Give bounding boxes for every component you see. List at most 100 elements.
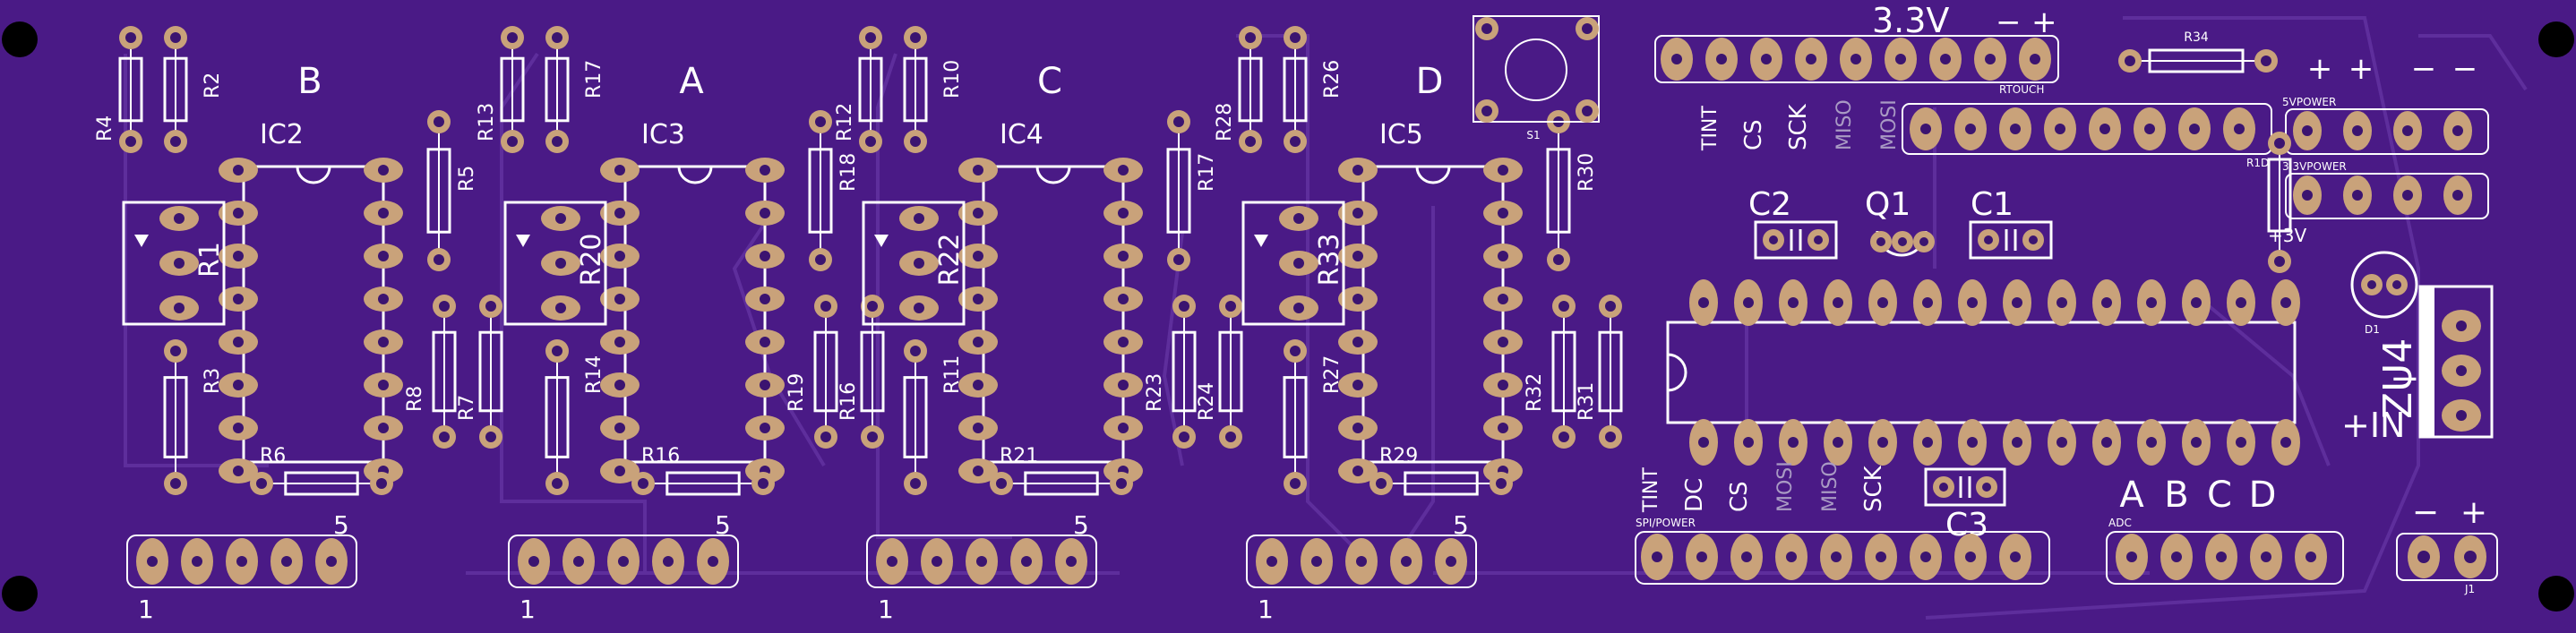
ic-pin bbox=[1824, 279, 1852, 326]
ic-pin bbox=[364, 372, 403, 398]
ic-pin bbox=[958, 158, 998, 183]
header-pin bbox=[1301, 538, 1333, 585]
resistor-top-right bbox=[1283, 26, 1308, 153]
power-bus-header[interactable] bbox=[1902, 103, 2272, 155]
r-bot-b-label: R31 bbox=[1576, 382, 1598, 421]
header-pin bbox=[1055, 538, 1087, 585]
r-bottom-label: R16 bbox=[641, 445, 680, 467]
pad bbox=[250, 472, 273, 495]
header-end-label: 5 bbox=[715, 510, 731, 540]
ic-pin bbox=[364, 244, 403, 269]
power-headers[interactable] bbox=[2285, 108, 2489, 219]
pad bbox=[1490, 472, 1513, 495]
header-pin bbox=[697, 538, 729, 585]
ic-pin bbox=[1483, 244, 1523, 269]
mount-hole-tl bbox=[2, 21, 38, 57]
channel-header[interactable] bbox=[1246, 535, 1477, 588]
j1-label: J1 bbox=[2464, 583, 2475, 595]
resistor-top-right bbox=[545, 26, 570, 153]
ic-pin bbox=[1958, 419, 1987, 466]
ic-pin bbox=[2271, 419, 2300, 466]
channel-header[interactable] bbox=[508, 535, 739, 588]
adc-header-label: ADC bbox=[2108, 517, 2132, 529]
ic-pin bbox=[219, 158, 258, 183]
ic-pin bbox=[600, 458, 640, 483]
header-pin bbox=[2019, 38, 2051, 81]
adc-header[interactable] bbox=[2106, 531, 2344, 585]
r-bot-a-label: R8 bbox=[404, 386, 426, 412]
channel-letter: A bbox=[679, 61, 704, 102]
ic-pin bbox=[364, 158, 403, 183]
ic-pin bbox=[2227, 279, 2255, 326]
pad bbox=[904, 26, 927, 49]
svg-text:+: + bbox=[2307, 51, 2333, 87]
ic-pin bbox=[2092, 279, 2121, 326]
header-pin bbox=[2293, 111, 2322, 150]
pad bbox=[1110, 472, 1133, 495]
header-pin bbox=[315, 538, 348, 585]
svg-text:C: C bbox=[2207, 475, 2232, 516]
header-pin bbox=[1390, 538, 1422, 585]
connector-j1[interactable]: − + J1 bbox=[2396, 494, 2498, 595]
header-pin bbox=[1705, 38, 1738, 81]
ic-pin bbox=[1338, 415, 1378, 441]
r-mid-label: R22 bbox=[934, 233, 966, 286]
svg-text:D: D bbox=[2249, 475, 2277, 516]
pad bbox=[1370, 472, 1393, 495]
resistor-top-left bbox=[118, 26, 143, 153]
svg-text:+: + bbox=[2460, 494, 2487, 531]
top-header-plus: + bbox=[2031, 4, 2057, 40]
r-bottom-label: R29 bbox=[1379, 445, 1418, 467]
resistor-bot-b bbox=[860, 295, 885, 449]
pad bbox=[861, 425, 884, 449]
resistor-bot-a bbox=[432, 295, 457, 449]
resistor-top-right bbox=[903, 26, 928, 153]
switch-s1[interactable]: S1 bbox=[1473, 15, 1600, 141]
r-side-label: R30 bbox=[1576, 153, 1598, 192]
resistor-side bbox=[1166, 110, 1191, 271]
spi-power-header[interactable] bbox=[1635, 531, 2050, 585]
resistor-bottom bbox=[990, 471, 1133, 496]
channel-header[interactable] bbox=[126, 535, 357, 588]
mount-hole-bl bbox=[2, 576, 38, 612]
resistor-top-right bbox=[163, 26, 188, 153]
ic-pin bbox=[745, 415, 785, 441]
header-pin bbox=[2223, 107, 2255, 150]
header-pin bbox=[1010, 538, 1043, 585]
ic-pin bbox=[600, 158, 640, 183]
header-pin bbox=[2293, 175, 2322, 215]
svg-text:+: + bbox=[2348, 51, 2374, 87]
ic-pin bbox=[219, 372, 258, 398]
channel-header[interactable] bbox=[866, 535, 1097, 588]
pad bbox=[164, 130, 187, 153]
ic-pin bbox=[745, 372, 785, 398]
top-header: 3.3V − + RTOUCH bbox=[1654, 1, 2059, 96]
r-side-label: R17 bbox=[1196, 153, 1218, 192]
pad bbox=[370, 472, 393, 495]
header-start-label: 1 bbox=[1258, 595, 1274, 624]
header-pin bbox=[1820, 534, 1852, 580]
header-pin bbox=[1999, 107, 2031, 150]
resistor-r34: R34 bbox=[2118, 30, 2278, 73]
resistor-side bbox=[1546, 110, 1571, 271]
regulator-zu4: ZU4 − +IN bbox=[2341, 285, 2494, 445]
header-start-label: 1 bbox=[519, 595, 536, 624]
channel-letter: D bbox=[1416, 61, 1444, 102]
pad bbox=[1552, 295, 1576, 318]
header-pin bbox=[966, 538, 998, 585]
r-bot-b-label: R7 bbox=[456, 395, 478, 421]
svg-text:−: − bbox=[2452, 51, 2478, 87]
top-header-pins[interactable] bbox=[1661, 38, 2051, 81]
r-bot-left-label: R27 bbox=[1321, 355, 1344, 394]
ic-pin bbox=[219, 415, 258, 441]
ic-pin bbox=[2048, 279, 2076, 326]
resistor-bot-a bbox=[813, 295, 838, 449]
pot-pin bbox=[899, 295, 939, 321]
pad bbox=[1547, 248, 1570, 271]
ic-pin bbox=[600, 244, 640, 269]
pad bbox=[1167, 110, 1190, 133]
